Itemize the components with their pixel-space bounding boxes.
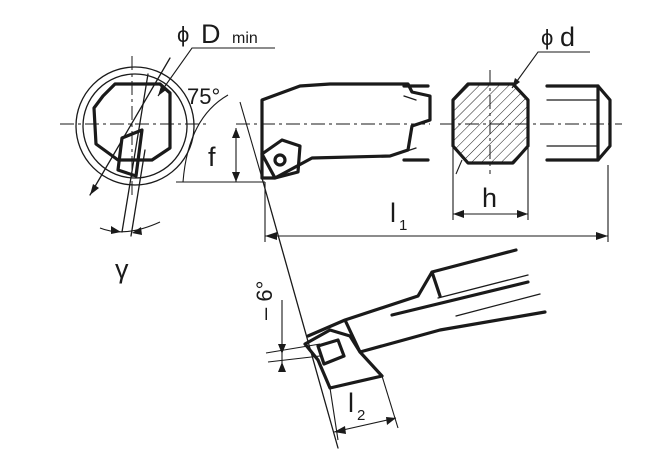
bar-outline-circle — [82, 73, 188, 179]
cross-section: h ϕ d — [440, 22, 590, 220]
d-symbol: ϕ — [541, 25, 553, 50]
bar-end-profile — [92, 82, 172, 162]
minus6-ref-b — [267, 355, 321, 363]
side-insert — [260, 138, 302, 180]
end-view — [60, 56, 210, 237]
angle-75-label: 75° — [187, 84, 220, 109]
d-min-symbol: ϕ — [177, 22, 189, 47]
rotated-edge-line — [261, 177, 339, 449]
rotated-head — [303, 328, 384, 390]
gamma-label: γ — [115, 254, 129, 284]
d-min-callout: ϕ D min — [157, 19, 275, 97]
minus6-ref-a — [265, 343, 321, 354]
back-end-view — [540, 84, 622, 162]
shank-end — [545, 84, 612, 162]
l1-subscript: 1 — [399, 217, 407, 234]
l2-subscript: 2 — [357, 407, 365, 424]
d-label: d — [560, 22, 575, 52]
min-bore-circle — [75, 66, 195, 186]
end-diameter-line — [89, 57, 171, 196]
side-head-outline — [260, 82, 432, 180]
side-view: 75° f — [176, 82, 432, 183]
rotated-view: – 6° l 2 — [252, 177, 547, 449]
angle-75-arc — [182, 94, 229, 183]
rotated-insert — [316, 338, 346, 366]
h-label: h — [482, 183, 497, 213]
d-min-suffix: min — [232, 30, 258, 47]
side-shank-lines — [402, 84, 430, 162]
rotated-bar-outline — [306, 248, 547, 354]
end-edge-line-a — [121, 73, 149, 233]
insert-screw — [273, 153, 287, 167]
gamma-arc — [99, 221, 161, 233]
l2-label: l — [348, 388, 354, 418]
d-min-label: D — [201, 19, 221, 49]
end-insert — [116, 128, 144, 178]
end-edge-line-b — [130, 149, 146, 237]
f-label: f — [208, 142, 216, 172]
angle-minus6-label: – 6° — [252, 281, 277, 320]
l1-dimension: l 1 — [264, 165, 609, 242]
section-outline — [451, 82, 530, 165]
l1-label: l — [390, 198, 396, 228]
